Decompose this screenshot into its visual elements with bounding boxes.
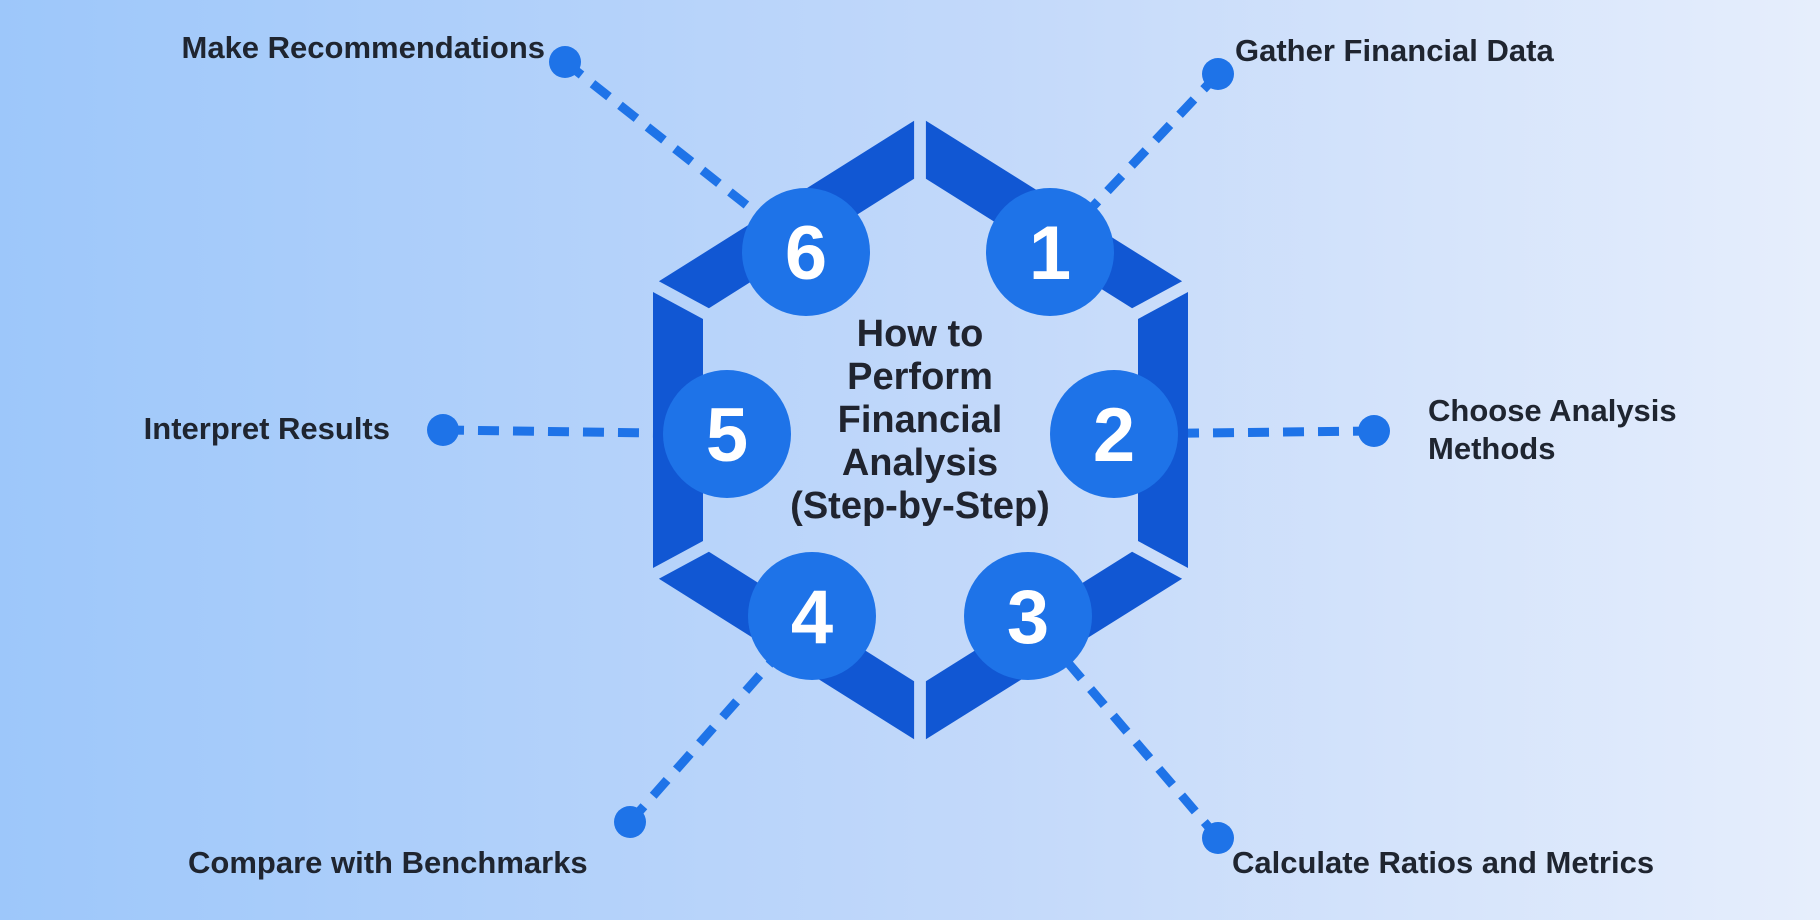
step-circle-4 bbox=[748, 552, 876, 680]
connector-dot-step-4 bbox=[614, 806, 646, 838]
connector-dot-step-1 bbox=[1202, 58, 1234, 90]
step-circle-2 bbox=[1050, 370, 1178, 498]
step-number-6: 6 bbox=[785, 211, 827, 296]
step-label-2: Choose Analysis Methods bbox=[1428, 393, 1677, 466]
step-label-1: Gather Financial Data bbox=[1235, 33, 1554, 68]
title-line-1: How to bbox=[856, 313, 984, 355]
title-line-4: Analysis bbox=[841, 442, 999, 484]
connector-dot-step-6 bbox=[549, 46, 581, 78]
title-line-3: Financial bbox=[837, 399, 1003, 441]
connector-dot-step-3 bbox=[1202, 822, 1234, 854]
title-line-2: Perform bbox=[847, 356, 993, 398]
step-label-4: Compare with Benchmarks bbox=[188, 845, 588, 880]
connector-dot-step-5 bbox=[427, 414, 459, 446]
diagram-title: How to Perform Financial Analysis (Step-… bbox=[670, 313, 1170, 528]
title-line-5: (Step-by-Step) bbox=[790, 485, 1050, 527]
step-number-4: 4 bbox=[791, 575, 833, 660]
connector-line-step-3 bbox=[1024, 613, 1222, 841]
step-circles bbox=[663, 188, 1178, 680]
step-circle-6 bbox=[742, 188, 870, 316]
step-number-5: 5 bbox=[706, 393, 748, 478]
step-label-6: Make Recommendations bbox=[181, 30, 546, 65]
step-numbers: 1 2 3 4 5 6 bbox=[706, 211, 1135, 660]
step-number-2: 2 bbox=[1093, 393, 1135, 478]
step-label-3: Calculate Ratios and Metrics bbox=[1232, 845, 1655, 880]
connector-dot-step-2 bbox=[1358, 415, 1390, 447]
step-number-3: 3 bbox=[1007, 575, 1049, 660]
connector-dots bbox=[427, 46, 1390, 854]
step-number-1: 1 bbox=[1029, 211, 1071, 296]
step-circle-5 bbox=[663, 370, 791, 498]
step-circle-1 bbox=[986, 188, 1114, 316]
step-label-5: Interpret Results bbox=[143, 411, 390, 446]
connector-line-step-1 bbox=[1046, 70, 1222, 256]
connector-line-step-5 bbox=[442, 425, 728, 439]
step-circle-3 bbox=[964, 552, 1092, 680]
